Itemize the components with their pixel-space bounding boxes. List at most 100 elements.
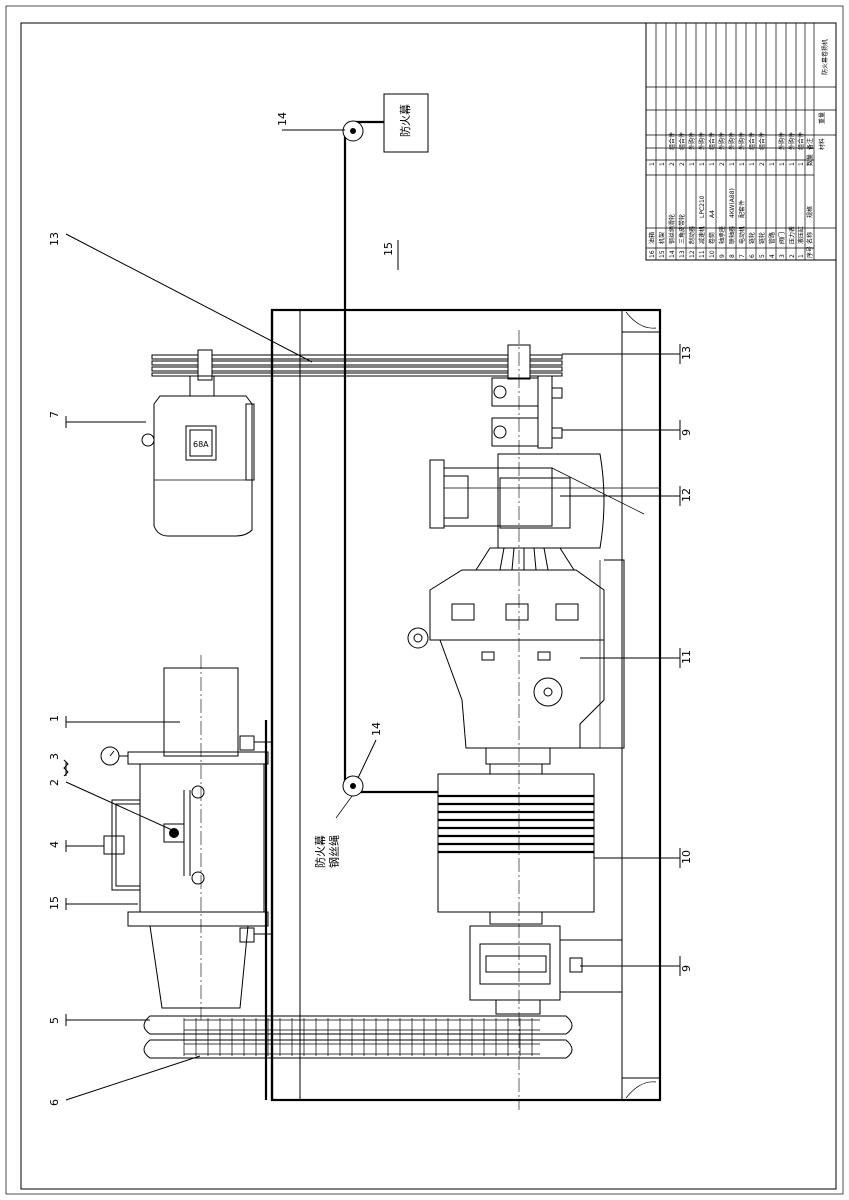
table-row-note: 组合件	[668, 132, 676, 150]
table-row-note: 外购件	[718, 132, 726, 150]
drawing-title: 防火幕卷扬机	[821, 39, 829, 75]
motor-badge: 68A	[193, 440, 209, 449]
brake	[429, 453, 660, 549]
table-row-no: 3	[779, 254, 786, 258]
fire-curtain-label: 防火幕	[398, 104, 412, 137]
table-row-qty: 2	[719, 162, 726, 166]
pressure-gauge	[100, 746, 128, 766]
belt-drive	[151, 330, 563, 1110]
table-row-note: 组合件	[748, 132, 756, 150]
table-header-name: 名称	[806, 232, 814, 244]
table-row-spec: A4	[709, 210, 716, 218]
table-row-qty: 1	[729, 162, 736, 166]
callout-12: 12	[680, 488, 693, 502]
fire-curtain: 防火幕	[383, 93, 429, 153]
bearing-top	[491, 375, 563, 449]
table-row-no: 8	[729, 254, 736, 258]
table-row-note: 外购件	[728, 132, 736, 150]
hydraulic-cylinder	[127, 655, 272, 1020]
table-row-note: 外购件	[738, 132, 746, 150]
table-row-no: 16	[649, 250, 656, 258]
table-row-no: 5	[759, 254, 766, 258]
callout-13-right: 13	[680, 346, 693, 360]
inner-frame	[20, 22, 837, 1190]
table-row-name: 管路	[768, 232, 776, 244]
rope-pulley-top	[342, 120, 364, 142]
table-row-name: 阀门	[778, 232, 786, 244]
table-row-name: 液压缸	[797, 226, 805, 244]
table-row-name: 压力表	[788, 226, 796, 244]
table-row-qty: 1	[649, 162, 656, 166]
callout-1: 1	[48, 715, 61, 722]
table-row-spec: 配套件	[738, 200, 746, 218]
table-row-qty: 1	[789, 162, 796, 166]
table-row-no: 10	[709, 250, 716, 258]
table-row-name: 轴承座	[718, 226, 726, 244]
table-row-qty: 2	[679, 162, 686, 166]
table-row-note: 组合件	[708, 132, 716, 150]
callout-9-bottom: 9	[680, 965, 693, 972]
table-row-name: 电动机	[738, 226, 746, 244]
table-row-qty: 1	[779, 162, 786, 166]
table-row-no: 11	[699, 250, 706, 258]
table-row-no: 15	[659, 250, 666, 258]
table-row-name: 卷筒	[708, 232, 716, 244]
table-row-name: 链轮	[748, 232, 756, 244]
table-row-name: 链轮	[758, 232, 766, 244]
callout-leaders	[63, 129, 399, 1101]
table-row-no: 4	[769, 254, 776, 258]
table-row-no: 7	[739, 254, 746, 258]
table-row-name: 减速机	[698, 226, 706, 244]
table-row-note: 组合件	[758, 132, 766, 150]
callout-6: 6	[48, 1099, 61, 1106]
valve	[163, 823, 185, 843]
bearing-bottom	[469, 925, 623, 1015]
table-row-no: 13	[679, 250, 686, 258]
table-row-no: 6	[749, 254, 756, 258]
callout-15-top: 15	[382, 242, 395, 256]
table-row-qty: 1	[739, 162, 746, 166]
callout-5: 5	[48, 1017, 61, 1024]
table-row-name: 钢丝绳滑轮	[668, 214, 676, 244]
callout-10: 10	[680, 850, 693, 864]
table-row-no: 2	[789, 254, 796, 258]
electric-motor: 68A	[141, 375, 255, 537]
table-row-qty: 2	[759, 162, 766, 166]
parts-table: 16 油箱 1 15 机架 1 14 钢丝绳滑轮 2 组合件 13 三角皮带轮 …	[645, 22, 837, 261]
table-row-qty: 1	[709, 162, 716, 166]
callout-4: 4	[48, 841, 61, 848]
table-row-name: 制动器	[688, 226, 696, 244]
piping	[103, 785, 205, 891]
table-footer-left: 材料	[818, 138, 826, 150]
machine-frame	[264, 308, 662, 1102]
callout-11: 11	[680, 650, 693, 664]
callout-leaders-right	[560, 344, 681, 976]
table-row-spec: 4KW(A88)	[729, 188, 736, 218]
callout-14-top: 14	[276, 112, 289, 126]
table-row-name: 机架	[658, 232, 666, 244]
wire-rope-label: 钢丝绳	[327, 835, 341, 868]
outer-frame	[5, 5, 844, 1195]
table-row-no: 9	[719, 254, 726, 258]
callout-15-left: 15	[48, 896, 61, 910]
table-row-note: 外购件	[698, 132, 706, 150]
table-row-no: 12	[689, 250, 696, 258]
callout-14-bottom: 14	[370, 722, 383, 736]
table-row-no: 1	[798, 254, 805, 258]
wire-rope	[335, 120, 438, 819]
rope-pulley-bottom	[342, 775, 364, 797]
table-row-note: 外购件	[778, 132, 786, 150]
table-row-note: 外购件	[688, 132, 696, 150]
callout-13-top: 13	[48, 232, 61, 246]
table-row-qty: 1	[798, 162, 805, 166]
table-header-no: 序号	[806, 246, 814, 258]
table-row-name: 油箱	[648, 232, 656, 244]
table-row-name: 联轴器	[728, 226, 736, 244]
table-row-qty: 1	[659, 162, 666, 166]
table-row-note: 组合件	[797, 132, 805, 150]
table-row-no: 14	[669, 250, 676, 258]
callout-3: 3	[48, 753, 61, 760]
table-row-qty: 2	[669, 162, 676, 166]
callout-7: 7	[48, 411, 61, 418]
